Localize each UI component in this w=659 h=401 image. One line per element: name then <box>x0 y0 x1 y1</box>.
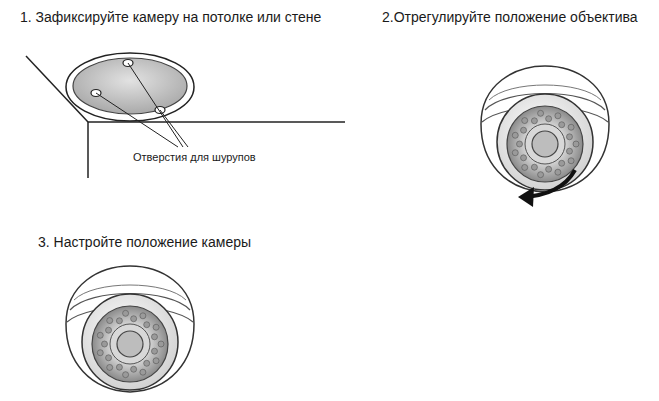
callout-label: Отверстия для шурупов <box>133 151 256 164</box>
arrow-head <box>518 187 534 207</box>
screw-hole <box>91 60 165 114</box>
step-heading: 2.Отрегулируйте положение объектива <box>382 9 638 26</box>
dome-camera <box>66 266 194 392</box>
dome-camera <box>481 66 609 192</box>
mounting-plate <box>66 53 194 121</box>
step-heading: 3. Настройте положение камеры <box>38 234 251 251</box>
step-heading: 1. Зафиксируйте камеру на потолке или ст… <box>20 9 321 26</box>
leader-line <box>96 63 188 147</box>
